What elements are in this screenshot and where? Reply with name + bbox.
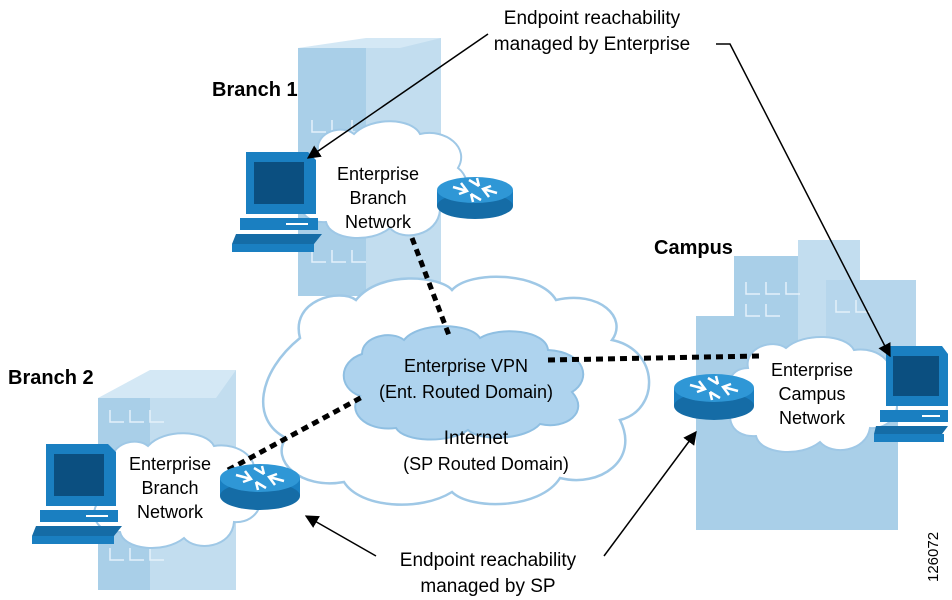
arrow-to-campus-pc <box>716 43 891 358</box>
branch2-cloud-line1: Enterprise <box>129 454 211 474</box>
vpn-label-line2: (Ent. Routed Domain) <box>379 382 553 402</box>
annotation-arrows <box>304 33 891 557</box>
top-annotation-line2: managed by Enterprise <box>494 34 690 55</box>
arrow-to-campus-router <box>603 430 697 557</box>
internet-label-line1: Internet <box>444 428 509 449</box>
link-branch1-vpn <box>409 237 453 339</box>
branch2-title: Branch 2 <box>8 367 94 389</box>
branch1-cloud-line3: Network <box>345 212 412 232</box>
branch2-router-icon <box>220 464 300 510</box>
figure-id: 126072 <box>925 532 942 582</box>
branch2-pc-icon <box>32 444 122 544</box>
vpn-links <box>226 237 761 473</box>
link-branch2-vpn <box>226 393 366 473</box>
campus-cloud-line2: Campus <box>778 384 845 404</box>
branch1-pc-icon <box>232 152 322 252</box>
campus-title: Campus <box>654 237 733 259</box>
campus-router-icon <box>674 374 754 420</box>
bottom-annotation-line2: managed by SP <box>420 576 555 597</box>
campus-cloud-line1: Enterprise <box>771 360 853 380</box>
branch2-cloud-line2: Branch <box>141 478 198 498</box>
branch1-title: Branch 1 <box>212 79 298 101</box>
branch1-router-icon <box>437 177 513 219</box>
internet-label-line2: (SP Routed Domain) <box>403 454 569 474</box>
branch1-cloud-line1: Enterprise <box>337 164 419 184</box>
branch2-cloud-line3: Network <box>137 502 204 522</box>
branch2-cloud <box>92 432 263 549</box>
vpn-cloud <box>342 325 585 441</box>
top-annotation-line1: Endpoint reachability <box>504 8 681 29</box>
campus-pc-icon <box>874 346 948 442</box>
arrow-to-branch2-router <box>304 515 377 557</box>
vpn-label-line1: Enterprise VPN <box>404 356 528 376</box>
bottom-annotation-line1: Endpoint reachability <box>400 550 577 571</box>
branch1-cloud-line2: Branch <box>349 188 406 208</box>
campus-cloud-line3: Network <box>779 408 846 428</box>
arrow-to-branch1-pc <box>306 33 489 159</box>
